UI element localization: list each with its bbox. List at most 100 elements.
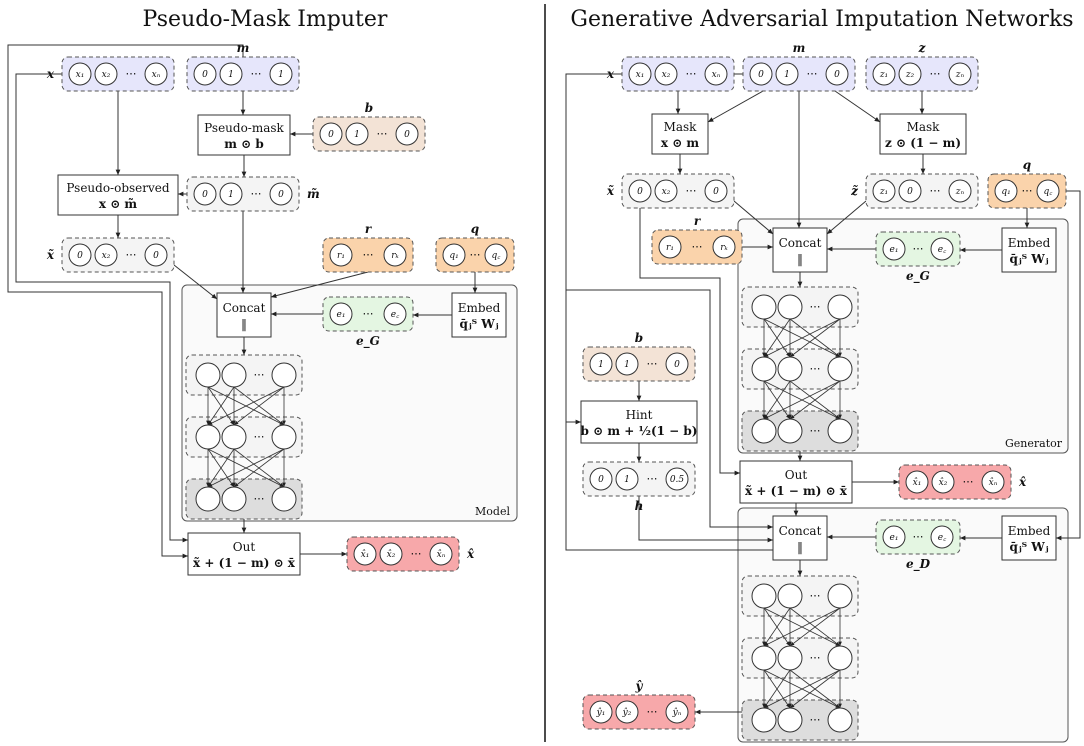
right-e-g-vector-node-text: e꜀ (938, 245, 947, 255)
left-pseudo-observed-box-title: Pseudo-observed (66, 181, 169, 195)
edge-m-to-mask-x (707, 90, 764, 123)
right-x-hat-vector-node-text: x̂ₙ (989, 477, 998, 488)
right-x-hat-vector-box (898, 464, 1012, 500)
right-e-g-vector-node-text: e₁ (890, 245, 899, 255)
right-concat-d-box-expression: ‖ (797, 540, 803, 554)
left-x-tilde-vector-box (61, 237, 175, 273)
right-z-vector-node-text: z₂ (905, 70, 915, 80)
edge-x-skip-to-out (15, 73, 188, 543)
left-q-vector-label: q (471, 222, 479, 236)
generator-mlp-ellipsis: ⋯ (810, 424, 821, 437)
left-b-vector-node-text: 1 (354, 130, 360, 140)
left-out-box-box (187, 532, 301, 576)
right-r-vector-node-text: rₖ (720, 243, 728, 253)
right-h-vector-node-text: 1 (624, 475, 630, 485)
left-m-vector-ellipsis: ⋯ (251, 67, 262, 80)
left-r-vector-node (383, 243, 407, 267)
edge-x-tilde-skip-to-out (639, 208, 740, 476)
right-z-vector-node-text: zₙ (955, 70, 965, 80)
left-m-vector-node (193, 62, 217, 86)
discriminator-mlp-neuron (777, 645, 803, 671)
right-x-tilde-vector-node (628, 179, 652, 203)
right-m-vector-ellipsis: ⋯ (807, 67, 818, 80)
left-x-vector-node (94, 62, 118, 86)
right-x-tilde-vector-node-text: 0 (637, 187, 643, 197)
right-mask-z-box-title: Mask (907, 120, 941, 134)
left-x-tilde-vector-node-text: 0 (77, 251, 83, 261)
right-z-tilde-vector-label: z̃ (850, 184, 859, 198)
right-z-vector-node (948, 62, 972, 86)
discriminator-mlp-ellipsis: ⋯ (810, 713, 821, 726)
left-x-tilde-vector-ellipsis: ⋯ (126, 248, 137, 261)
left-q-vector-node-text: q₁ (449, 251, 458, 261)
right-concat-d-box-title: Concat (779, 524, 822, 538)
right-m-vector-node (749, 62, 773, 86)
left-mlp-connection (207, 386, 285, 426)
right-z-vector-ellipsis: ⋯ (930, 67, 941, 80)
right-z-tilde-vector-ellipsis: ⋯ (930, 184, 941, 197)
left-m-vector-box (186, 56, 300, 92)
right-e-g-vector-node (882, 237, 906, 261)
left-b-vector-node (345, 122, 369, 146)
generator-label: Generator (1005, 437, 1063, 450)
discriminator-panel (737, 507, 1069, 743)
left-m-vector-node (269, 62, 293, 86)
right-x-hat-vector-node (931, 470, 955, 494)
right-embed-g-box-title: Embed (1008, 236, 1051, 250)
generator-mlp-connection (763, 318, 791, 358)
right-e-d-vector-node-text: e꜀ (938, 533, 947, 543)
generator-mlp-ellipsis: ⋯ (810, 300, 821, 313)
right-e-g-vector-ellipsis: ⋯ (913, 242, 924, 255)
right-title: Generative Adversarial Imputation Networ… (570, 7, 1073, 32)
right-q-vector-node (1036, 179, 1060, 203)
generator-mlp-connection (763, 380, 791, 420)
left-m-tilde-vector-node-text: 1 (228, 190, 234, 200)
left-embed-box-title: Embed (458, 301, 501, 315)
left-m-tilde-vector-node (219, 182, 243, 206)
right-m-vector-box (742, 56, 856, 92)
left-embed-box-box (451, 292, 507, 338)
generator-mlp-connection (789, 318, 841, 358)
left-x-tilde-vector-node-text: 0 (153, 251, 159, 261)
right-b-vector-node (665, 352, 689, 376)
right-x-tilde-vector-ellipsis: ⋯ (686, 184, 697, 197)
right-mask-x-box-title: Mask (664, 120, 698, 134)
right-m-vector-node (825, 62, 849, 86)
discriminator-mlp-connection (763, 669, 791, 709)
left-e-vector-node-text: e꜀ (391, 310, 400, 320)
right-m-vector-node-text: 1 (784, 70, 790, 80)
left-e-vector-label: e_G (356, 334, 380, 349)
right-b-vector-label: b (635, 331, 643, 345)
discriminator-mlp-connection (789, 669, 841, 709)
left-mlp-neuron (221, 362, 247, 388)
left-q-vector-node-text: q꜀ (492, 251, 502, 261)
generator-mlp-neuron (827, 294, 853, 320)
right-h-vector-node (589, 467, 613, 491)
right-q-vector-node-text: q꜀ (1044, 187, 1054, 197)
left-x-vector-node-text: x₁ (76, 70, 85, 80)
left-q-vector-node (442, 243, 466, 267)
left-x-hat-vector-label: x̂ (466, 547, 475, 561)
discriminator-mlp-connection (763, 607, 841, 647)
right-e-d-vector-node (882, 525, 906, 549)
right-e-d-vector-ellipsis: ⋯ (913, 530, 924, 543)
edge-m-to-mask-z (834, 90, 881, 123)
generator-mlp-neuron (751, 356, 777, 382)
right-embed-d-box-title: Embed (1008, 524, 1051, 538)
generator-mlp-connection (789, 380, 841, 420)
right-x-vector-node-text: x₂ (662, 70, 671, 80)
left-out-box-expression: x̃ + (1 − m) ⊙ x̄ (193, 556, 296, 570)
right-y-hat-vector-node-text: ŷ₂ (622, 707, 632, 718)
right-y-hat-vector-label: ŷ (635, 679, 644, 693)
